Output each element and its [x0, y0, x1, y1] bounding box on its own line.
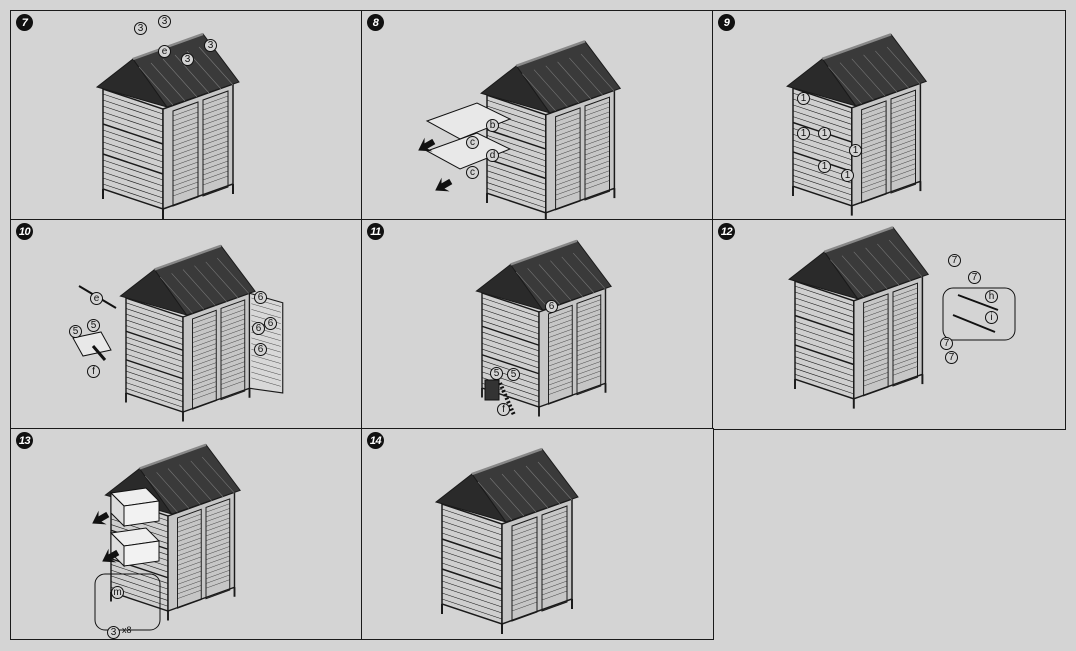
direction-arrow	[102, 548, 120, 563]
coop-illustration	[788, 226, 930, 409]
part-callout: h	[985, 290, 998, 303]
part-callout: 3	[158, 15, 171, 28]
direction-arrow	[418, 137, 436, 152]
step-number: 11	[367, 223, 384, 240]
part-callout: d	[486, 149, 499, 162]
step-panel-14: 14	[361, 428, 714, 640]
part-callout: 5	[69, 325, 82, 338]
step-illustration	[418, 40, 622, 220]
quantity-note: x8	[122, 625, 132, 635]
part-callout: 3	[181, 53, 194, 66]
step-number: 13	[16, 432, 33, 449]
part-callout: 5	[507, 368, 520, 381]
part-callout: 6	[264, 317, 277, 330]
part-callout: 3	[107, 626, 120, 639]
step-number: 9	[718, 14, 735, 31]
coop-illustration	[786, 33, 928, 216]
direction-arrow	[435, 177, 453, 192]
part-callout: 1	[818, 127, 831, 140]
coop-illustration	[119, 244, 284, 422]
step-illustration	[95, 32, 240, 219]
part-callout: 5	[87, 319, 100, 332]
part-callout: c	[466, 136, 479, 149]
coop-illustration	[434, 447, 579, 634]
part-callout: e	[158, 45, 171, 58]
step-number: 12	[718, 223, 735, 240]
part-callout: 1	[797, 92, 810, 105]
part-callout: 6	[254, 291, 267, 304]
part-callout: 6	[254, 343, 267, 356]
part-callout: c	[466, 166, 479, 179]
part-callout: 7	[945, 351, 958, 364]
step-illustration	[92, 443, 241, 631]
direction-arrow	[92, 510, 110, 525]
part-callout: i	[985, 311, 998, 324]
part-callout: 3	[204, 39, 217, 52]
part-callout: 7	[968, 271, 981, 284]
part-callout: 7	[948, 254, 961, 267]
part-callout: 1	[797, 127, 810, 140]
part-callout: f	[87, 365, 100, 378]
part-callout: 6	[252, 322, 265, 335]
step-number: 7	[16, 14, 33, 31]
step-illustration	[786, 33, 928, 216]
step-illustration	[788, 226, 1016, 409]
step-number: 10	[16, 223, 33, 240]
coop-illustration	[480, 40, 622, 220]
part-callout: f	[497, 403, 510, 416]
part-callout: b	[486, 119, 499, 132]
part-callout: 7	[940, 337, 953, 350]
step-illustration	[72, 244, 284, 422]
part-callout: 5	[490, 367, 503, 380]
part-callout: 1	[849, 144, 862, 157]
step-number: 14	[367, 432, 384, 449]
part-callout: 3	[134, 22, 147, 35]
part-callout: 6	[545, 300, 558, 313]
step-number: 8	[367, 14, 384, 31]
step-illustration	[475, 239, 612, 417]
part-callout: 1	[818, 160, 831, 173]
step-illustration	[434, 447, 579, 634]
coop-illustration	[95, 32, 240, 219]
part-callout: 1	[841, 169, 854, 182]
part-callout: m	[111, 586, 124, 599]
part-callout: e	[90, 292, 103, 305]
